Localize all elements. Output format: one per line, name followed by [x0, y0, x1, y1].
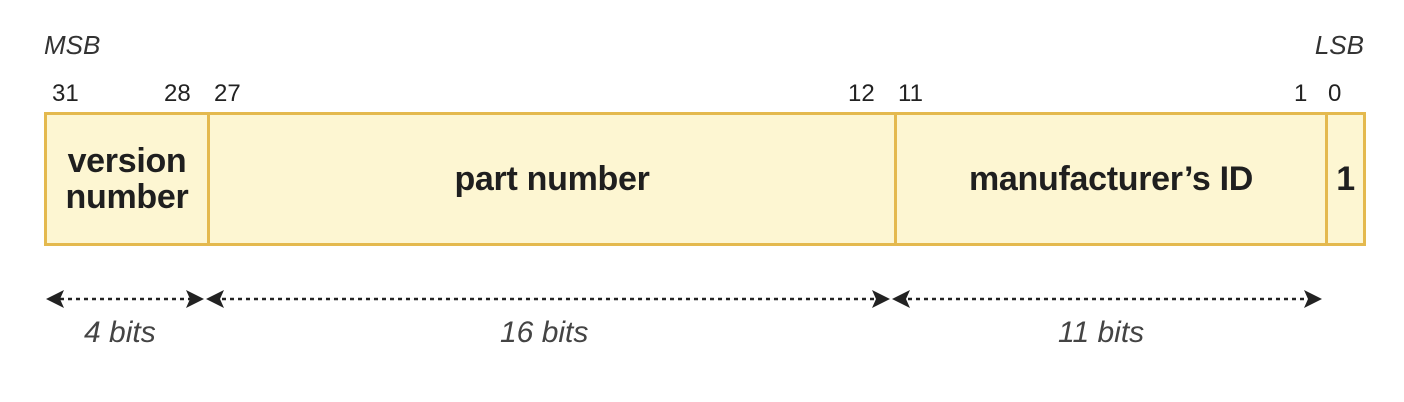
msb-label: MSB [44, 30, 101, 60]
bit-number-28: 28 [164, 80, 191, 107]
width-label-11-bits: 11 bits [1058, 316, 1145, 349]
field-fixed-bit: 1 [1325, 115, 1363, 243]
field-label-part-number: part number [454, 160, 650, 198]
arrowhead-right-11-bits [1304, 290, 1322, 308]
bit-number-31: 31 [52, 80, 79, 107]
arrowhead-right-4-bits [186, 290, 204, 308]
bit-number-12: 12 [848, 80, 875, 107]
arrowhead-right-16-bits [872, 290, 890, 308]
arrowhead-left-4-bits [46, 290, 64, 308]
field-part-number: part number [207, 115, 894, 243]
field-manufacturer-id: manufacturer’s ID [894, 115, 1325, 243]
register-box: version number part number manufacturer’… [44, 112, 1366, 246]
field-label-version-line1: version [67, 142, 187, 180]
field-version-number: version number [47, 115, 207, 243]
arrowhead-left-11-bits [892, 290, 910, 308]
bit-number-11: 11 [898, 80, 923, 107]
bit-number-27: 27 [214, 80, 241, 107]
lsb-label: LSB [1314, 30, 1364, 60]
field-label-fixed-bit: 1 [1336, 160, 1355, 198]
arrowhead-left-16-bits [206, 290, 224, 308]
bit-number-0: 0 [1328, 80, 1342, 107]
field-label-manufacturer-id: manufacturer’s ID [969, 160, 1253, 198]
width-label-4-bits: 4 bits [84, 316, 156, 349]
width-label-16-bits: 16 bits [500, 316, 589, 349]
field-label-version-line2: number [65, 178, 189, 216]
bit-number-1: 1 [1294, 80, 1308, 107]
